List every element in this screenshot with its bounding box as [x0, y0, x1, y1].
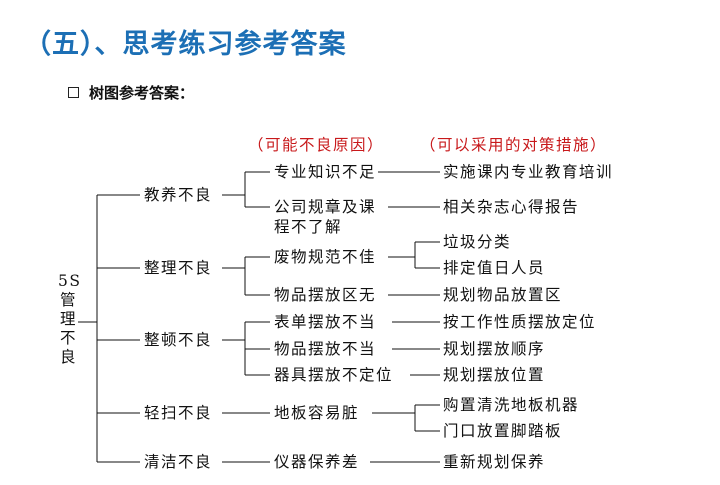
measure-node: 门口放置脚踏板 [443, 422, 562, 440]
measure-node: 购置清洗地板机器 [443, 396, 579, 414]
cause-node: 专业知识不足 [274, 163, 376, 181]
measure-node: 规划摆放位置 [443, 366, 545, 384]
subtitle: 树图参考答案： [89, 84, 195, 102]
root-label-char: 良 [60, 348, 77, 366]
root-label-char: 管 [60, 291, 77, 309]
measure-node: 规划物品放置区 [443, 286, 562, 304]
measure-node: 按工作性质摆放定位 [443, 313, 596, 331]
cause-node: 公司规章及课 [274, 198, 376, 216]
root-label-5s: 5S [58, 272, 81, 290]
page-title: （五）、思考练习参考答案 [24, 29, 347, 60]
measure-node: 重新规划保养 [443, 453, 545, 471]
measure-node: 相关杂志心得报告 [443, 198, 579, 216]
category-node: 教养不良 [144, 186, 212, 204]
checkbox-bullet-icon [68, 87, 79, 98]
header-causes: （可能不良原因） [248, 136, 384, 154]
cause-node: 废物规范不佳 [274, 248, 376, 266]
cause-node: 物品摆放不当 [274, 340, 376, 358]
root-label-char: 理 [60, 310, 77, 328]
category-node: 清洁不良 [144, 453, 212, 471]
cause-node: 仪器保养差 [274, 453, 359, 471]
category-node: 整理不良 [144, 259, 212, 277]
header-measures: （可以采用的对策措施） [420, 136, 607, 154]
category-node: 整顿不良 [144, 331, 212, 349]
cause-node: 程不了解 [274, 218, 342, 236]
cause-node: 器具摆放不定位 [274, 366, 393, 384]
measure-node: 规划摆放顺序 [443, 340, 545, 358]
cause-node: 地板容易脏 [274, 404, 359, 422]
root-label-char: 不 [60, 329, 77, 347]
measure-node: 排定值日人员 [443, 259, 545, 277]
cause-node: 物品摆放区无 [274, 286, 376, 304]
measure-node: 垃圾分类 [443, 233, 511, 251]
measure-node: 实施课内专业教育培训 [443, 163, 613, 181]
category-node: 轻扫不良 [144, 404, 212, 422]
cause-node: 表单摆放不当 [274, 313, 376, 331]
subtitle-row: 树图参考答案： [68, 82, 194, 103]
